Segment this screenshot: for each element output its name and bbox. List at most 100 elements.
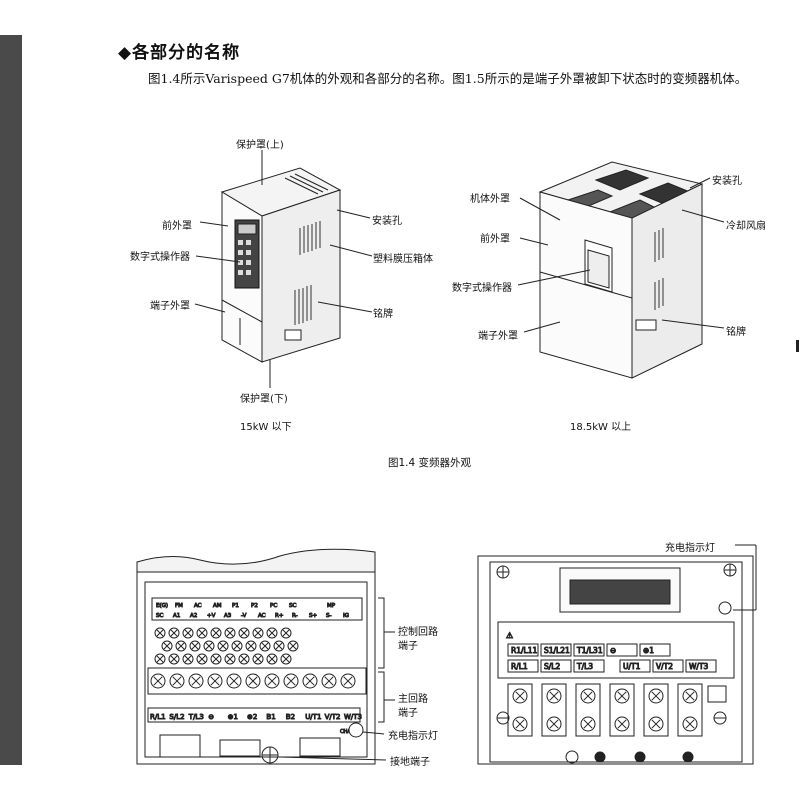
control-terminal-screw (280, 653, 292, 665)
control-terminal-screw (182, 653, 194, 665)
control-terminal-screw (203, 640, 215, 652)
terminal-label-row2: T/L3 (573, 659, 605, 673)
label-terminal-cover-large: 端子外罩 (478, 331, 518, 342)
control-label-bottom: -V (241, 613, 247, 619)
label-body-cover: 机体外罩 (470, 194, 510, 205)
main-terminal-screw-large (580, 716, 596, 732)
control-label-top: PC (270, 603, 277, 609)
main-terminal-screw (245, 673, 261, 689)
main-terminal-screw (226, 673, 242, 689)
svg-text:⊖: ⊖ (610, 646, 616, 655)
edge-mark (796, 340, 799, 352)
main-terminal-screw (321, 673, 337, 689)
main-terminal-screw-large (546, 716, 562, 732)
main-terminal-label: ⊕1 (228, 713, 238, 721)
intro-paragraph: 图1.4所示Varispeed G7机体的外观和各部分的名称。图1.5所示的是端… (148, 71, 748, 86)
control-label-bottom: A2 (190, 613, 197, 619)
figure-1-4-caption: 图1.4 变频器外观 (388, 457, 472, 469)
main-terminal-label: ⊕2 (247, 713, 257, 721)
control-terminal-screw (252, 627, 264, 639)
main-terminal-screw (302, 673, 318, 689)
control-terminal-screw (273, 640, 285, 652)
control-terminal-screw (189, 640, 201, 652)
main-terminal-label: S/L2 (169, 713, 184, 721)
label-mount-hole-large: 安装孔 (712, 176, 742, 187)
control-terminal-screw (238, 627, 250, 639)
control-terminal-screw (168, 627, 180, 639)
label-nameplate-large: 铭牌 (726, 327, 746, 338)
control-terminal-screw (161, 640, 173, 652)
caption-15kw: 15kW 以下 (240, 422, 292, 433)
control-label-top: P1 (232, 603, 239, 609)
terminal-label-row2: V/T2 (652, 659, 684, 673)
main-terminal-screw (264, 673, 280, 689)
label-main-terminals: 主回路 端子 (398, 694, 428, 719)
label-ground-terminal: 接地端子 (390, 757, 430, 768)
terminal-label-row2: U/T1 (619, 659, 651, 673)
main-terminal-label: W/T3 (344, 713, 362, 721)
svg-text:⊕1: ⊕1 (643, 646, 654, 655)
svg-text:R/L1: R/L1 (511, 662, 528, 671)
main-terminal-label: ⊖ (208, 713, 214, 721)
main-terminal-screw (150, 673, 166, 689)
main-terminal-screw-large (614, 716, 630, 732)
control-terminal-screw (196, 653, 208, 665)
terminal-label-row1: T1/L31 (573, 643, 605, 657)
control-terminal-screw (175, 640, 187, 652)
control-label-top: E(G) (156, 603, 168, 609)
control-terminal-screw (238, 653, 250, 665)
left-sidebar-bar (0, 35, 22, 765)
control-label-bottom: A1 (173, 613, 180, 619)
svg-text:R1/L11: R1/L11 (511, 646, 537, 655)
control-label-top: AC (194, 603, 202, 609)
main-terminal-label: B2 (286, 713, 295, 721)
control-terminal-screw (266, 627, 278, 639)
main-terminal-screw-large (682, 716, 698, 732)
control-label-bottom: +V (207, 613, 216, 619)
control-terminal-screw (224, 653, 236, 665)
control-label-bottom: SC (156, 613, 163, 619)
control-terminal-screw (231, 640, 243, 652)
control-label-top: SC (289, 603, 296, 609)
terminal-label-row1: ⊕1 (639, 643, 671, 657)
control-terminal-screw (259, 640, 271, 652)
control-label-bottom: R- (292, 613, 298, 619)
svg-text:V/T2: V/T2 (656, 662, 673, 671)
terminal-label-row2: W/T3 (685, 659, 717, 673)
main-terminal-label: R/L1 (150, 713, 166, 721)
control-terminal-screw (210, 627, 222, 639)
label-digital-operator: 数字式操作器 (130, 252, 190, 263)
control-terminal-screw (252, 653, 264, 665)
control-terminal-screw (280, 627, 292, 639)
control-label-bottom: A3 (224, 613, 232, 619)
label-front-cover-large: 前外罩 (480, 234, 510, 245)
label-plastic-case: 塑料膜压箱体 (373, 254, 433, 265)
main-terminal-screw (283, 673, 299, 689)
control-terminal-screw (287, 640, 299, 652)
control-label-bottom: IG (343, 613, 349, 619)
main-terminal-screw-large (512, 688, 528, 704)
label-nameplate: 铭牌 (373, 309, 393, 320)
label-mount-hole: 安装孔 (372, 216, 402, 227)
control-terminal-screw (266, 653, 278, 665)
control-label-bottom: S- (326, 613, 331, 619)
label-front-cover: 前外罩 (162, 221, 192, 232)
control-label-top: MP (327, 603, 336, 609)
control-terminal-screw (245, 640, 257, 652)
control-label-top: AM (213, 603, 222, 609)
label-terminal-cover: 端子外罩 (150, 301, 190, 312)
terminal-label-row2: R/L1 (507, 659, 539, 673)
control-terminal-screw (224, 627, 236, 639)
main-terminal-screw-large (682, 688, 698, 704)
terminal-label-row2: S/L2 (540, 659, 572, 673)
main-terminal-screw (207, 673, 223, 689)
label-cooling-fan: 冷却风扇 (726, 221, 766, 232)
label-digital-operator-large: 数字式操作器 (452, 283, 512, 294)
control-terminal-screw (154, 653, 166, 665)
label-bottom-cover: 保护罩(下) (240, 394, 288, 405)
label-control-terminals: 控制回路 端子 (398, 627, 438, 652)
control-terminal-screw (210, 653, 222, 665)
terminal-label-row1: S1/L21 (540, 643, 572, 657)
